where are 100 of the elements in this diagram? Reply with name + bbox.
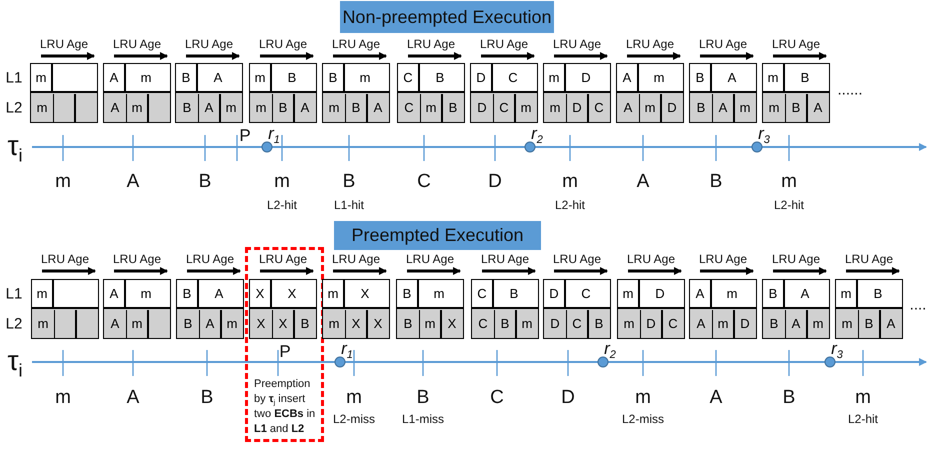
cache-entry: m [140, 287, 152, 301]
cache-entry: m [840, 287, 852, 301]
access-label: m [855, 387, 871, 409]
access-label: C [490, 387, 504, 409]
lru-age-label: LRU Age [186, 252, 234, 266]
lru-age-label: LRU Age [112, 37, 162, 51]
ellipsis: .... [910, 296, 926, 314]
cache-level-label: L2 [6, 316, 22, 332]
lru-age-label: LRU Age [552, 252, 602, 266]
cache-entry: m [424, 317, 436, 331]
cache-entry: m [842, 317, 852, 331]
cache-entry: C [477, 287, 487, 301]
lru-age-label: LRU Age [40, 37, 88, 51]
access-result-label: L1-miss [402, 412, 444, 426]
cache-entry: B [768, 287, 778, 301]
cache-entry: m [328, 101, 340, 115]
lru-age-label: LRU Age [698, 37, 748, 51]
cache-entry: A [374, 101, 382, 115]
task-label: τ$_{i}$ [7, 130, 23, 162]
access-result-label: L2-miss [333, 412, 375, 426]
access-label: m [781, 171, 797, 193]
cache-entry: X [360, 287, 370, 301]
access-label: B [198, 171, 212, 193]
lru-age-label: LRU Age [772, 37, 820, 51]
access-label: m [346, 387, 362, 409]
cache-entry: X [256, 317, 266, 331]
cache-entry: A [696, 287, 704, 301]
access-label: A [636, 171, 650, 193]
cache-entry: m [140, 71, 152, 85]
cache-entry: m [726, 287, 738, 301]
cache-level-label: L2 [6, 100, 22, 116]
cache-entry: D [477, 101, 487, 115]
cache-entry: A [814, 101, 822, 115]
cache-entry: C [403, 71, 413, 85]
access-label: A [126, 387, 140, 409]
cache-entry: m [256, 101, 266, 115]
access-label: B [782, 387, 796, 409]
cache-entry: X [288, 287, 296, 301]
cache-entry: B [874, 287, 882, 301]
cache-entry: B [864, 317, 874, 331]
cache-entry: D [581, 71, 591, 85]
cache-level-label: L1 [6, 286, 22, 302]
cache-entry: m [254, 71, 266, 85]
cache-entry: A [204, 101, 214, 115]
cache-entry: m [622, 287, 634, 301]
lru-age-label: LRU Age [698, 252, 748, 266]
cache-state-box [249, 279, 317, 339]
lru-age-label: LRU Age [332, 252, 380, 266]
cache-entry: m [740, 101, 750, 115]
cache-entry: A [718, 101, 728, 115]
release-point-label: r$_{3}$ [831, 339, 843, 359]
cache-state-box [249, 63, 317, 123]
preemption-region [245, 247, 324, 442]
cache-level-label: L1 [6, 70, 22, 86]
cache-entry: m [548, 71, 560, 85]
cache-entry: m [550, 101, 560, 115]
lru-age-label: LRU Age [772, 252, 820, 266]
cache-state-box [322, 63, 390, 123]
access-label: C [417, 171, 431, 193]
lru-age-label: LRU Age [844, 252, 894, 266]
cache-entry: X [374, 317, 382, 331]
cache-entry: B [328, 71, 338, 85]
cache-state-box [762, 63, 830, 123]
access-result-label: L2-miss [622, 412, 664, 426]
cache-state-box [397, 63, 465, 123]
lru-age-label: LRU Age [112, 252, 162, 266]
cache-state-box [689, 63, 757, 123]
cache-entry: A [214, 71, 222, 85]
lru-age-label: LRU Age [258, 252, 308, 266]
access-result-label: L2-hit [266, 198, 298, 212]
access-label: D [488, 171, 502, 193]
cache-entry: C [478, 317, 488, 331]
cache-entry: A [622, 71, 632, 85]
cache-entry: A [800, 287, 810, 301]
cache-state-box [835, 279, 903, 339]
cache-entry: D [572, 101, 582, 115]
cache-state-box [322, 279, 390, 339]
cache-entry: A [728, 71, 736, 85]
lru-age-label: LRU Age [480, 252, 530, 266]
lru-age-label: LRU Age [184, 37, 234, 51]
access-label: A [710, 387, 722, 409]
cache-state-box [762, 279, 830, 339]
access-label: m [55, 387, 71, 409]
access-result-label: L2-hit [554, 198, 586, 212]
cache-entry: m [426, 101, 436, 115]
lru-age-label: LRU Age [480, 37, 528, 51]
cache-entry: m [644, 101, 656, 115]
cache-entry: m [522, 317, 532, 331]
lru-age-label: LRU Age [626, 37, 674, 51]
release-point-label: r$_{2}$ [531, 124, 543, 144]
cache-entry: m [812, 317, 824, 331]
cache-entry: B [436, 71, 444, 85]
cache-entry: B [182, 101, 192, 115]
access-label: m [562, 171, 578, 193]
access-label: m [274, 171, 290, 193]
cache-entry: D [646, 317, 656, 331]
cache-entry: m [36, 287, 48, 301]
access-label: m [635, 387, 651, 409]
cache-entry: B [278, 101, 288, 115]
preemption-point-label: P [239, 126, 251, 146]
